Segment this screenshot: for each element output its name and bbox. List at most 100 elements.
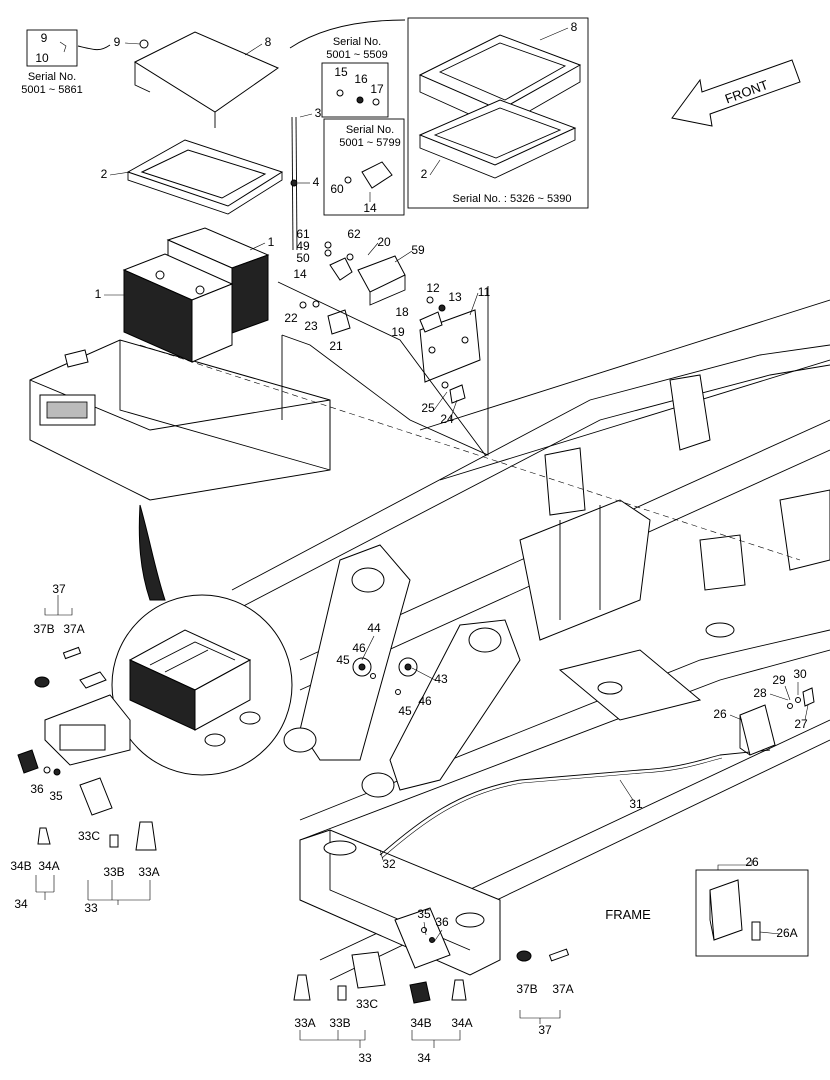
- relay-panel-cluster: [277, 241, 489, 457]
- callout-c8b: 8: [571, 20, 578, 34]
- leader-line: [759, 931, 781, 935]
- serial-label-4: Serial No. : 5326 ~ 5390: [453, 193, 572, 205]
- front-lamp-left: [17, 646, 157, 851]
- front-arrow: FRONT: [671, 59, 801, 127]
- callout-c30: 30: [793, 667, 807, 681]
- battery-cover-assembly: [122, 31, 298, 363]
- callout-c15: 15: [334, 65, 348, 79]
- callout-c45a: 45: [336, 653, 350, 667]
- callout-c33Bb: 33B: [329, 1016, 350, 1030]
- callout-c12: 12: [426, 281, 440, 295]
- callout-c35b: 35: [417, 907, 431, 921]
- callout-c1a: 1: [268, 235, 275, 249]
- callout-c33b: 33: [358, 1051, 372, 1065]
- leader-line: [729, 714, 743, 721]
- callout-c3: 3: [315, 106, 322, 120]
- callout-c16: 16: [354, 72, 368, 86]
- callout-c62: 62: [347, 227, 361, 241]
- callout-c9a: 9: [41, 31, 48, 45]
- callout-c36b: 36: [435, 915, 449, 929]
- callout-c2a: 2: [101, 167, 108, 181]
- leader-line: [433, 929, 443, 943]
- callout-c24: 24: [440, 412, 454, 426]
- leader-line: [249, 242, 266, 251]
- callout-c8a: 8: [265, 35, 272, 49]
- serial-label-3a: Serial No.: [346, 124, 394, 136]
- leader-line: [423, 921, 427, 936]
- serial-label-1a: Serial No.: [28, 71, 76, 83]
- callout-c37B: 37B: [33, 622, 54, 636]
- callout-c33C: 33C: [78, 829, 100, 843]
- leader-line: [769, 693, 789, 701]
- battery-front: [122, 253, 234, 363]
- serial-box-2: Serial No. 5001 ~ 5509 Serial No. 5001 ~…: [289, 19, 406, 216]
- leader-line: [394, 250, 413, 263]
- leader-line: [244, 43, 263, 56]
- front-arrow-icon: [671, 59, 801, 127]
- leader-line: [299, 113, 313, 118]
- leader-line: [619, 779, 634, 801]
- frame-label: FRAME: [605, 907, 651, 922]
- leader-line: [433, 391, 448, 411]
- leader-line: [124, 42, 141, 45]
- callout-c43: 43: [434, 672, 448, 686]
- callout-c28: 28: [753, 686, 767, 700]
- leader-line: [469, 292, 479, 316]
- callout-c46a: 46: [352, 641, 366, 655]
- serial-box-1: Serial No. 5001 ~ 5861: [21, 29, 111, 96]
- callout-c1b: 1: [95, 287, 102, 301]
- leader-line: [411, 667, 436, 681]
- callout-c50: 50: [296, 251, 310, 265]
- detail-circle: [111, 504, 293, 776]
- leader-line: [784, 685, 791, 701]
- callout-c23: 23: [304, 319, 318, 333]
- callout-c34a: 34: [14, 897, 28, 911]
- callout-c25: 25: [421, 401, 435, 415]
- callout-c33a: 33: [84, 901, 98, 915]
- leader-line: [539, 27, 569, 41]
- leader-line: [367, 242, 379, 256]
- callout-c35a: 35: [49, 789, 63, 803]
- callout-c37Bb: 37B: [516, 982, 537, 996]
- callout-c59: 59: [411, 243, 425, 257]
- callout-c9b: 9: [114, 35, 121, 49]
- leader-line: [379, 849, 384, 861]
- callout-c33Cb: 33C: [356, 997, 378, 1011]
- callout-c33Ab: 33A: [294, 1016, 315, 1030]
- leader-line: [804, 704, 809, 721]
- callout-c45b: 45: [398, 704, 412, 718]
- callout-c44: 44: [367, 621, 381, 635]
- callout-c46b: 46: [418, 694, 432, 708]
- leader-line: [361, 635, 375, 661]
- group-brackets: [35, 595, 753, 1048]
- callout-c10: 10: [35, 51, 49, 65]
- serial-range-3b: 5001 ~ 5799: [339, 137, 400, 149]
- horn-components: [352, 657, 418, 695]
- callout-c2b: 2: [421, 167, 428, 181]
- callout-c20: 20: [377, 235, 391, 249]
- callout-c34Bb: 34B: [410, 1016, 431, 1030]
- callout-c37A: 37A: [63, 622, 84, 636]
- rear-lamps: [293, 907, 570, 1004]
- serial-range-1b: 5001 ~ 5861: [21, 84, 82, 96]
- callout-c21: 21: [329, 339, 343, 353]
- serial-box-4: Serial No. : 5326 ~ 5390: [407, 17, 589, 209]
- callout-c33B: 33B: [103, 865, 124, 879]
- callout-c61: 61: [296, 227, 310, 241]
- callout-c29: 29: [772, 673, 786, 687]
- leader-line: [449, 399, 458, 421]
- callout-c37a: 37: [52, 582, 66, 596]
- callout-c34Ab: 34A: [451, 1016, 472, 1030]
- washer-tank: [739, 687, 815, 756]
- callout-c26b: 26: [745, 855, 759, 869]
- callout-c22: 22: [284, 311, 298, 325]
- callout-c18: 18: [395, 305, 409, 319]
- callout-c14b: 14: [293, 267, 307, 281]
- callout-c49: 49: [296, 239, 310, 253]
- callout-c60: 60: [330, 182, 344, 196]
- callout-c34b: 34: [417, 1051, 431, 1065]
- callout-c36a: 36: [30, 782, 44, 796]
- callout-c13: 13: [448, 290, 462, 304]
